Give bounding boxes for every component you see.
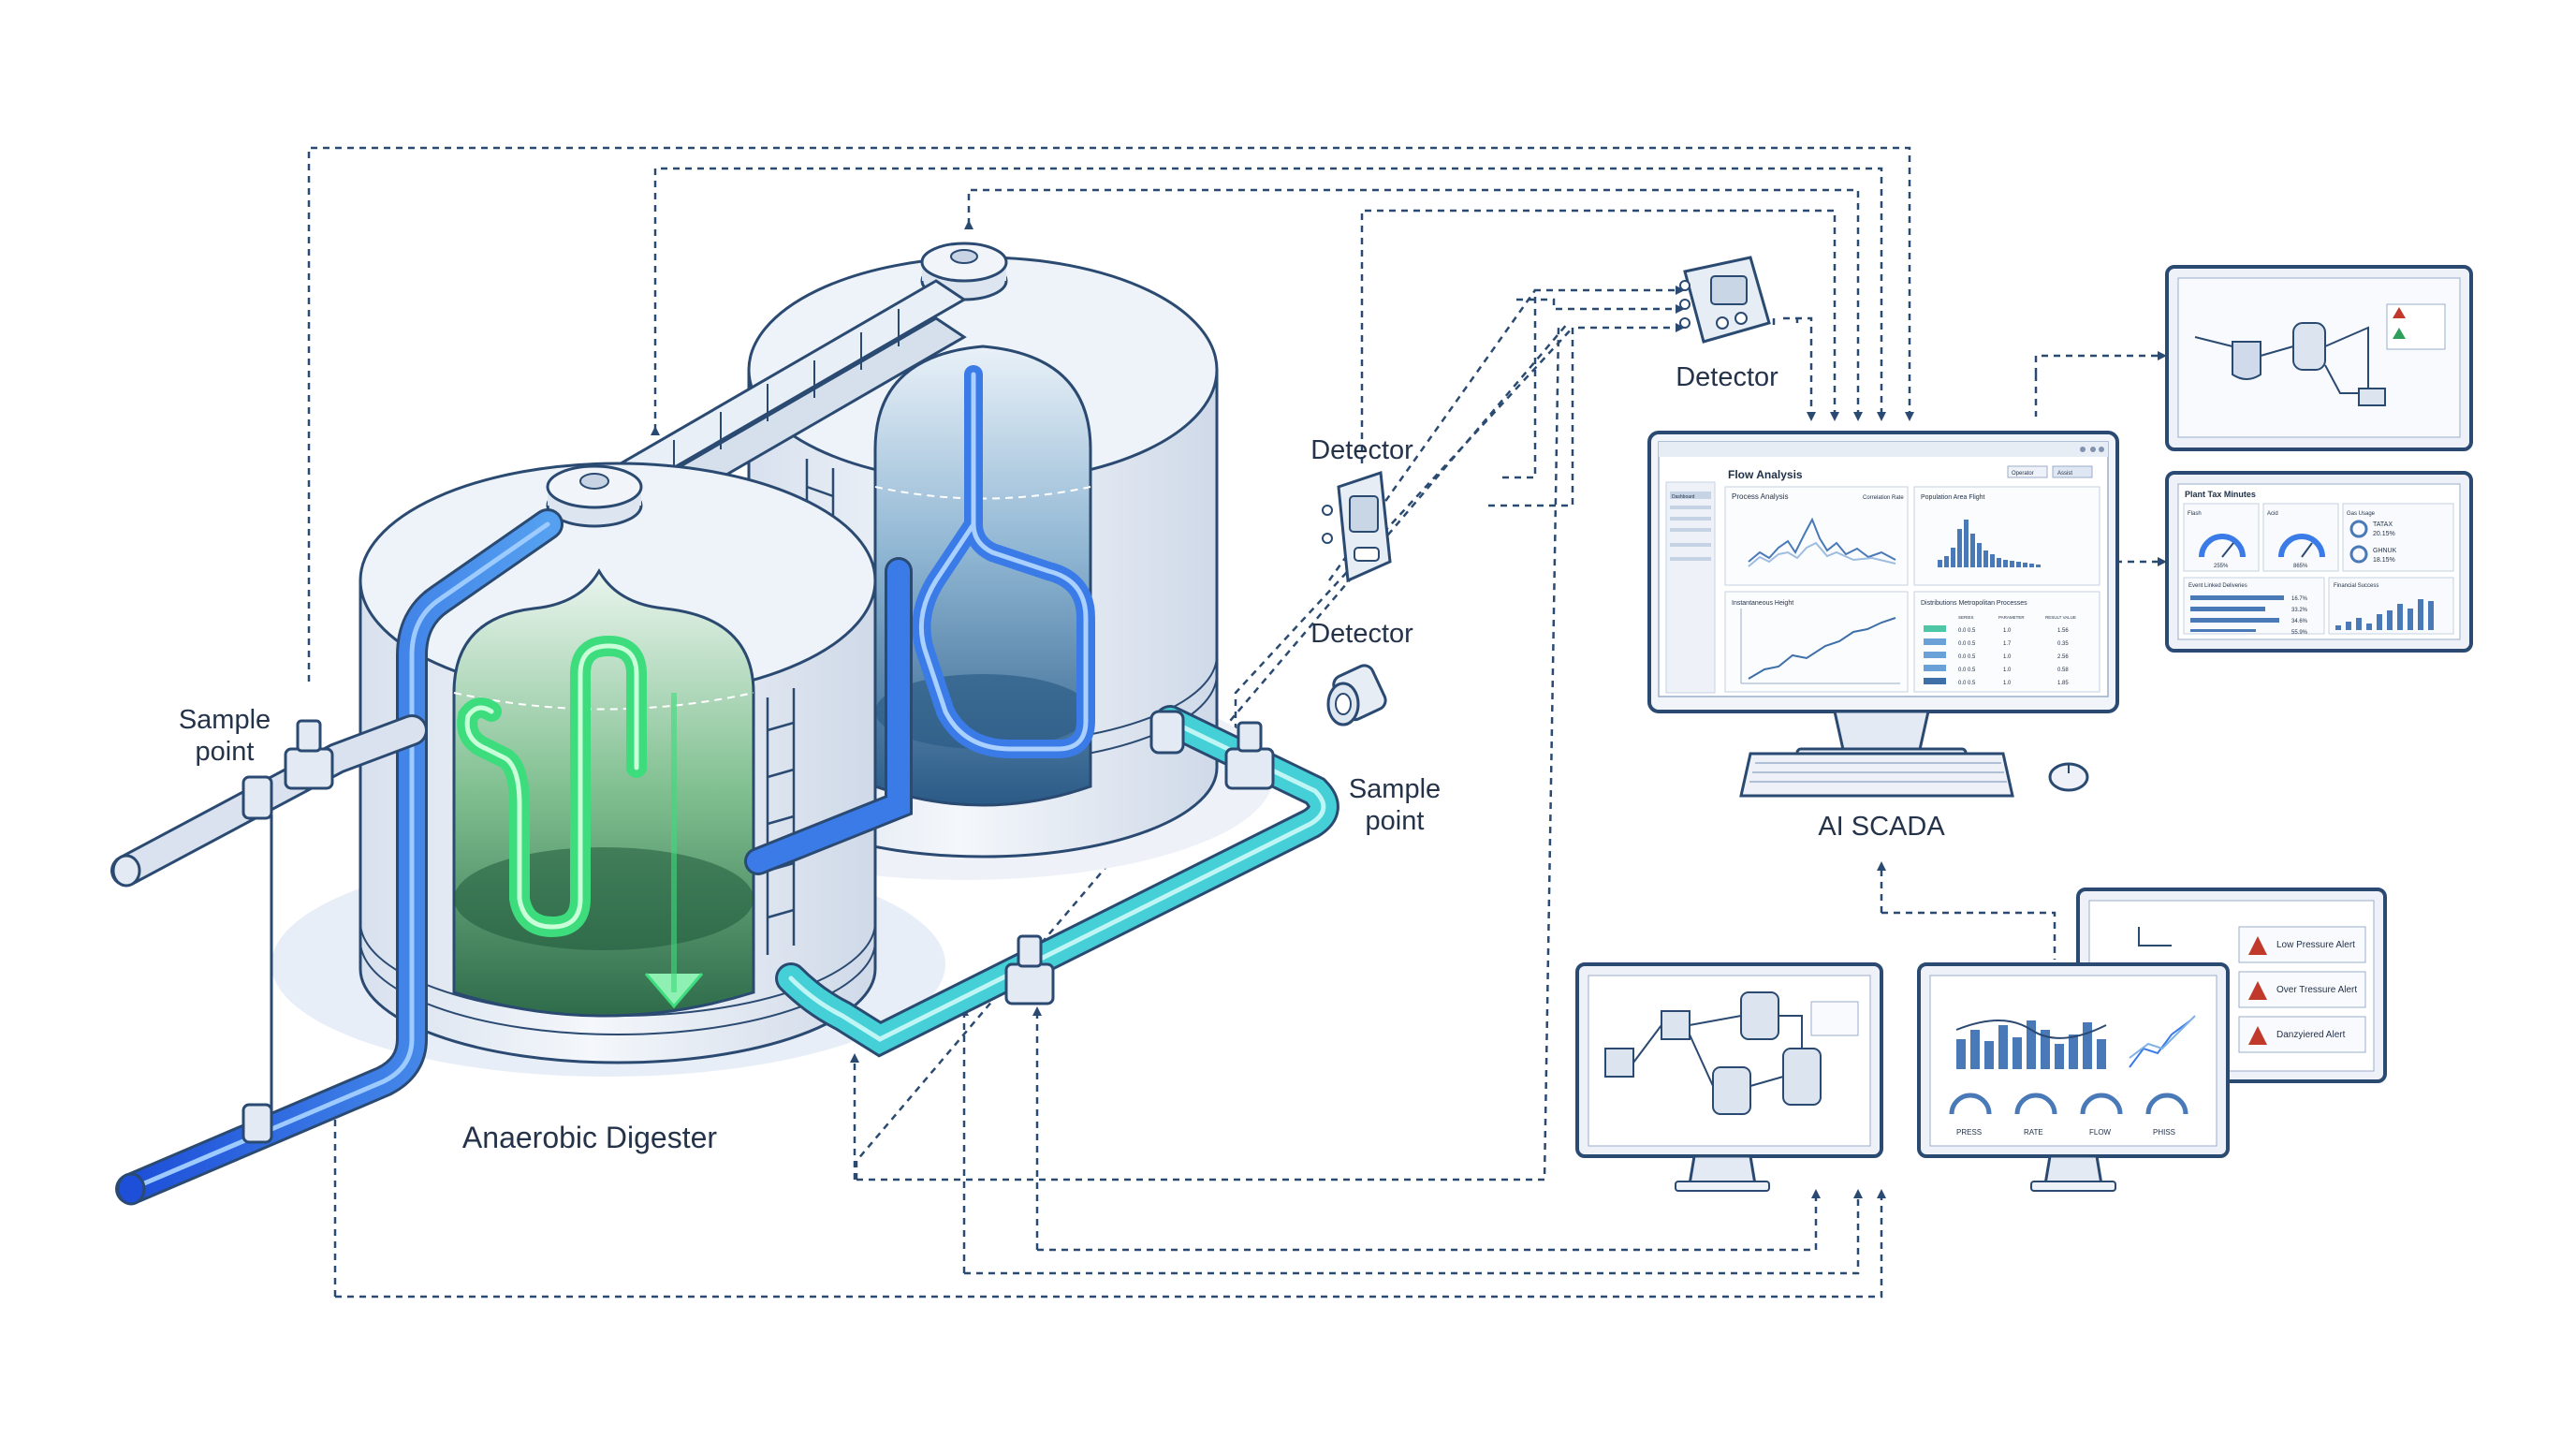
header-button-assist[interactable]: Assist bbox=[2057, 471, 2072, 477]
scada-monitor bbox=[1647, 431, 2119, 798]
side-value: 20.15% bbox=[2373, 531, 2395, 537]
panel1-subtitle: Correlation Rate bbox=[1863, 495, 1904, 501]
panel3-title: Instantaneous Height bbox=[1732, 600, 1793, 607]
detector-mid-label: Detector bbox=[1310, 435, 1413, 465]
label-line: point bbox=[1365, 806, 1425, 836]
process-schematic-monitor bbox=[2165, 265, 2473, 451]
detector-low-device bbox=[1326, 664, 1387, 726]
table-cell: 1.56 bbox=[2057, 628, 2069, 634]
gauge1-label: Flash bbox=[2188, 511, 2202, 517]
label-line: Sample bbox=[178, 705, 271, 735]
side-value: 18.15% bbox=[2373, 557, 2395, 564]
table-cell: 0.0 0.5 bbox=[1958, 654, 1976, 660]
label-line: point bbox=[195, 737, 255, 767]
detector-mid-device bbox=[1322, 470, 1392, 583]
table-cell: 1.85 bbox=[2057, 681, 2069, 686]
gauge2-label: Acid bbox=[2267, 511, 2278, 517]
table-cell: 0.0 0.5 bbox=[1958, 681, 1976, 686]
panel4-title: Distributions Metropolitan Processes bbox=[1921, 600, 2027, 607]
table-header: RESULT VALUE bbox=[2045, 615, 2076, 620]
table-rows: 0.0 0.5 1.0 1.56 0.0 0.5 1.7 0.35 0.0 0.… bbox=[1958, 628, 2069, 686]
valves bbox=[111, 710, 1275, 1206]
gauge-dashboard-monitor bbox=[2165, 471, 2473, 653]
trend-monitor bbox=[1917, 962, 2230, 1192]
table-cell: 0.0 0.5 bbox=[1958, 628, 1976, 634]
table-cell: 1.0 bbox=[2003, 681, 2012, 686]
table-cell: 0.58 bbox=[2057, 668, 2069, 673]
label-line: Sample bbox=[1348, 774, 1442, 804]
panel1-title: Process Analysis bbox=[1732, 492, 1788, 501]
table-cell: 0.0 0.5 bbox=[1958, 668, 1976, 673]
gauge-label: PHISS bbox=[2153, 1128, 2175, 1137]
gauge-label: FLOW bbox=[2089, 1128, 2112, 1137]
gauge2-value: 865% bbox=[2293, 564, 2308, 569]
main-monitor-title: Flow Analysis bbox=[1728, 468, 1803, 481]
gauge-label: PRESS bbox=[1956, 1128, 1982, 1137]
pid-monitor bbox=[1575, 962, 1883, 1192]
bars-title: Financial Success bbox=[2334, 583, 2378, 589]
table-cell: 1.0 bbox=[2003, 668, 2012, 673]
side-title: Gas Usage bbox=[2347, 511, 2376, 517]
table-cell: 1.7 bbox=[2003, 641, 2012, 647]
list-title: Event Linked Deliveries bbox=[2188, 583, 2247, 589]
table-cell: 0.35 bbox=[2057, 641, 2069, 647]
list-value: 33.2% bbox=[2291, 608, 2308, 613]
alert-item[interactable]: Over Tressure Alert bbox=[2276, 985, 2357, 995]
table-cell: 2.56 bbox=[2057, 654, 2069, 660]
gauge1-value: 255% bbox=[2214, 564, 2229, 569]
side-value: TATAX bbox=[2373, 521, 2393, 528]
panel2-title: Population Area Flight bbox=[1921, 494, 1985, 501]
alert-item[interactable]: Danzyiered Alert bbox=[2276, 1030, 2346, 1040]
list-value: 16.7% bbox=[2291, 596, 2308, 602]
list-value: 55.9% bbox=[2291, 630, 2308, 636]
sample-point-right-label: Sample point bbox=[1329, 773, 1460, 837]
side-value: GHNUK bbox=[2373, 548, 2397, 554]
gauge-label: RATE bbox=[2024, 1128, 2043, 1137]
alert-item[interactable]: Low Pressure Alert bbox=[2276, 940, 2355, 950]
tank-front bbox=[359, 462, 877, 1064]
monitor-text: Flow Analysis Operator Assist Dashboard … bbox=[1672, 468, 2397, 1137]
histogram-bars bbox=[1938, 520, 2041, 567]
sidebar-item-dashboard[interactable]: Dashboard bbox=[1672, 494, 1695, 500]
table-header: PARAMETER bbox=[1998, 615, 2025, 620]
scada-label: AI SCADA bbox=[1818, 812, 1945, 842]
table-cell: 1.0 bbox=[2003, 654, 2012, 660]
detector-top-label: Detector bbox=[1676, 362, 1778, 392]
gauge-panel-title: Plant Tax Minutes bbox=[2185, 490, 2256, 499]
signal-lines bbox=[307, 146, 2167, 1299]
table-cell: 1.0 bbox=[2003, 628, 2012, 634]
header-button-operator[interactable]: Operator bbox=[2012, 471, 2034, 477]
digester-label: Anaerobic Digester bbox=[461, 1121, 718, 1154]
detector-top-device bbox=[1679, 256, 1771, 344]
list-value: 34.6% bbox=[2291, 619, 2308, 624]
table-cell: 0.0 0.5 bbox=[1958, 641, 1976, 647]
sample-point-left-label: Sample point bbox=[159, 704, 290, 768]
pipes bbox=[110, 508, 1339, 1205]
detector-low-label: Detector bbox=[1310, 619, 1413, 649]
table-header: SERIES bbox=[1958, 615, 1974, 620]
